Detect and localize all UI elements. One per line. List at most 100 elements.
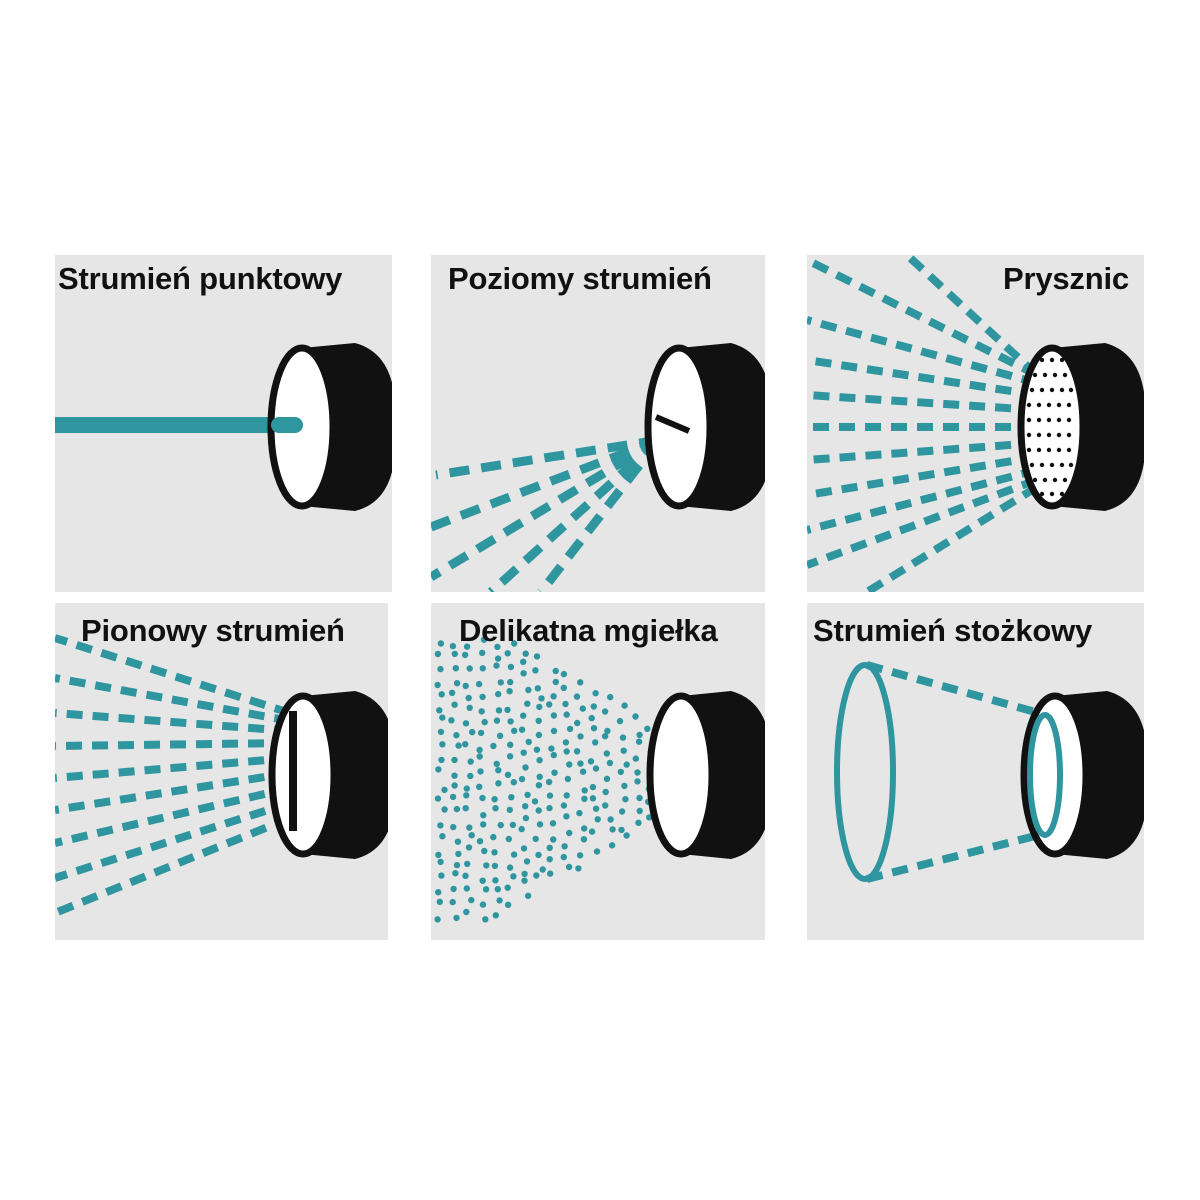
mist-droplet — [580, 836, 588, 843]
mist-droplet — [439, 741, 446, 748]
mist-droplet — [493, 662, 500, 669]
mist-droplet — [601, 733, 609, 740]
mist-droplet — [476, 838, 484, 845]
mist-droplet — [480, 812, 487, 819]
mist-droplet — [532, 667, 539, 674]
mist-droplet — [618, 808, 626, 815]
mist-droplet — [617, 768, 624, 776]
mist-droplet — [560, 853, 567, 861]
mist-droplet — [634, 769, 641, 776]
mist-droplet — [506, 864, 514, 871]
mist-droplet — [632, 713, 639, 720]
mist-droplet — [463, 792, 470, 799]
mist-droplet — [434, 795, 442, 802]
mist-droplet — [466, 824, 473, 831]
mode-tile-vertical: Pionowy strumień — [55, 603, 388, 940]
mist-droplet — [562, 739, 570, 746]
mist-droplet — [439, 714, 446, 721]
mist-droplet — [577, 679, 584, 686]
mist-droplet — [504, 706, 511, 714]
mist-droplet — [491, 796, 498, 803]
mist-droplet — [536, 821, 544, 828]
mist-droplet — [546, 856, 553, 863]
mist-droplet — [592, 739, 599, 746]
mist-droplet — [462, 872, 469, 879]
mist-droplet — [476, 746, 483, 754]
mist-droplet — [518, 726, 526, 733]
flat-vertical-spray-nozzle-icon — [55, 634, 388, 917]
mist-droplet — [437, 822, 444, 829]
mist-droplet — [562, 700, 569, 708]
mist-droplet — [449, 642, 457, 650]
mist-droplet — [621, 782, 628, 790]
mist-droplet — [564, 775, 572, 783]
mist-droplet — [550, 727, 558, 735]
mist-droplet — [518, 775, 526, 783]
mist-droplet — [574, 719, 581, 727]
mist-droplet — [477, 729, 485, 737]
mist-droplet — [520, 670, 527, 677]
mist-droplet — [437, 665, 444, 673]
mist-droplet — [546, 792, 554, 799]
mist-droplet — [581, 787, 588, 794]
mist-droplet — [480, 821, 487, 828]
mist-droplet — [636, 794, 643, 802]
mist-droplet — [621, 702, 628, 709]
mist-droplet — [548, 745, 555, 752]
mist-droplet — [552, 678, 559, 686]
mist-droplet — [590, 725, 598, 732]
mist-droplet — [535, 782, 543, 789]
mist-droplet — [463, 643, 471, 650]
mist-droplet — [465, 694, 472, 702]
mist-droplet — [438, 872, 445, 879]
mist-droplet — [479, 901, 487, 908]
mist-droplet — [461, 651, 469, 659]
mist-droplet — [619, 734, 627, 741]
mist-droplet — [522, 814, 530, 822]
mist-droplet — [450, 885, 457, 893]
mist-droplet — [560, 684, 567, 691]
mist-droplet — [448, 717, 455, 724]
mist-droplet — [546, 804, 553, 812]
mist-droplet — [618, 826, 625, 834]
mist-droplet — [505, 835, 512, 843]
mist-droplet — [496, 732, 504, 739]
mist-droplet — [563, 748, 570, 755]
mist-droplet — [496, 897, 503, 904]
mist-droplet — [524, 892, 532, 899]
mist-droplet — [550, 712, 558, 719]
mist-droplet — [536, 773, 543, 780]
mist-droplet — [462, 682, 469, 690]
mist-droplet — [451, 782, 458, 789]
mist-droplet — [592, 805, 600, 812]
mist-droplet — [560, 802, 568, 809]
mist-droplet — [480, 636, 488, 643]
mode-label: Strumień stożkowy — [813, 613, 1093, 648]
mist-droplet — [435, 851, 442, 859]
mist-droplet — [451, 772, 458, 779]
mist-droplet — [550, 836, 557, 843]
mist-droplet — [520, 712, 527, 719]
mist-droplet — [491, 862, 499, 870]
mist-droplet — [566, 761, 573, 768]
mist-droplet — [547, 870, 554, 877]
mist-droplet — [521, 870, 528, 878]
mist-droplet — [623, 832, 630, 839]
mist-droplet — [545, 778, 553, 786]
mist-droplet — [483, 862, 490, 869]
flat-horizontal-spray-nozzle-icon — [431, 343, 765, 592]
mist-droplet — [495, 767, 502, 774]
mist-droplet — [434, 916, 441, 923]
mist-droplet — [467, 772, 474, 780]
mist-droplet — [506, 806, 513, 814]
mist-droplet — [608, 842, 616, 849]
mist-droplet — [520, 845, 528, 852]
mist-droplet — [603, 750, 610, 757]
mist-droplet — [602, 788, 609, 796]
mist-droplet — [510, 851, 518, 858]
mist-droplet — [464, 860, 471, 868]
mist-droplet — [504, 884, 511, 891]
mist-droplet — [525, 686, 532, 694]
mode-tile-cone: Strumień stożkowy — [807, 603, 1144, 940]
mist-droplet — [509, 821, 517, 829]
